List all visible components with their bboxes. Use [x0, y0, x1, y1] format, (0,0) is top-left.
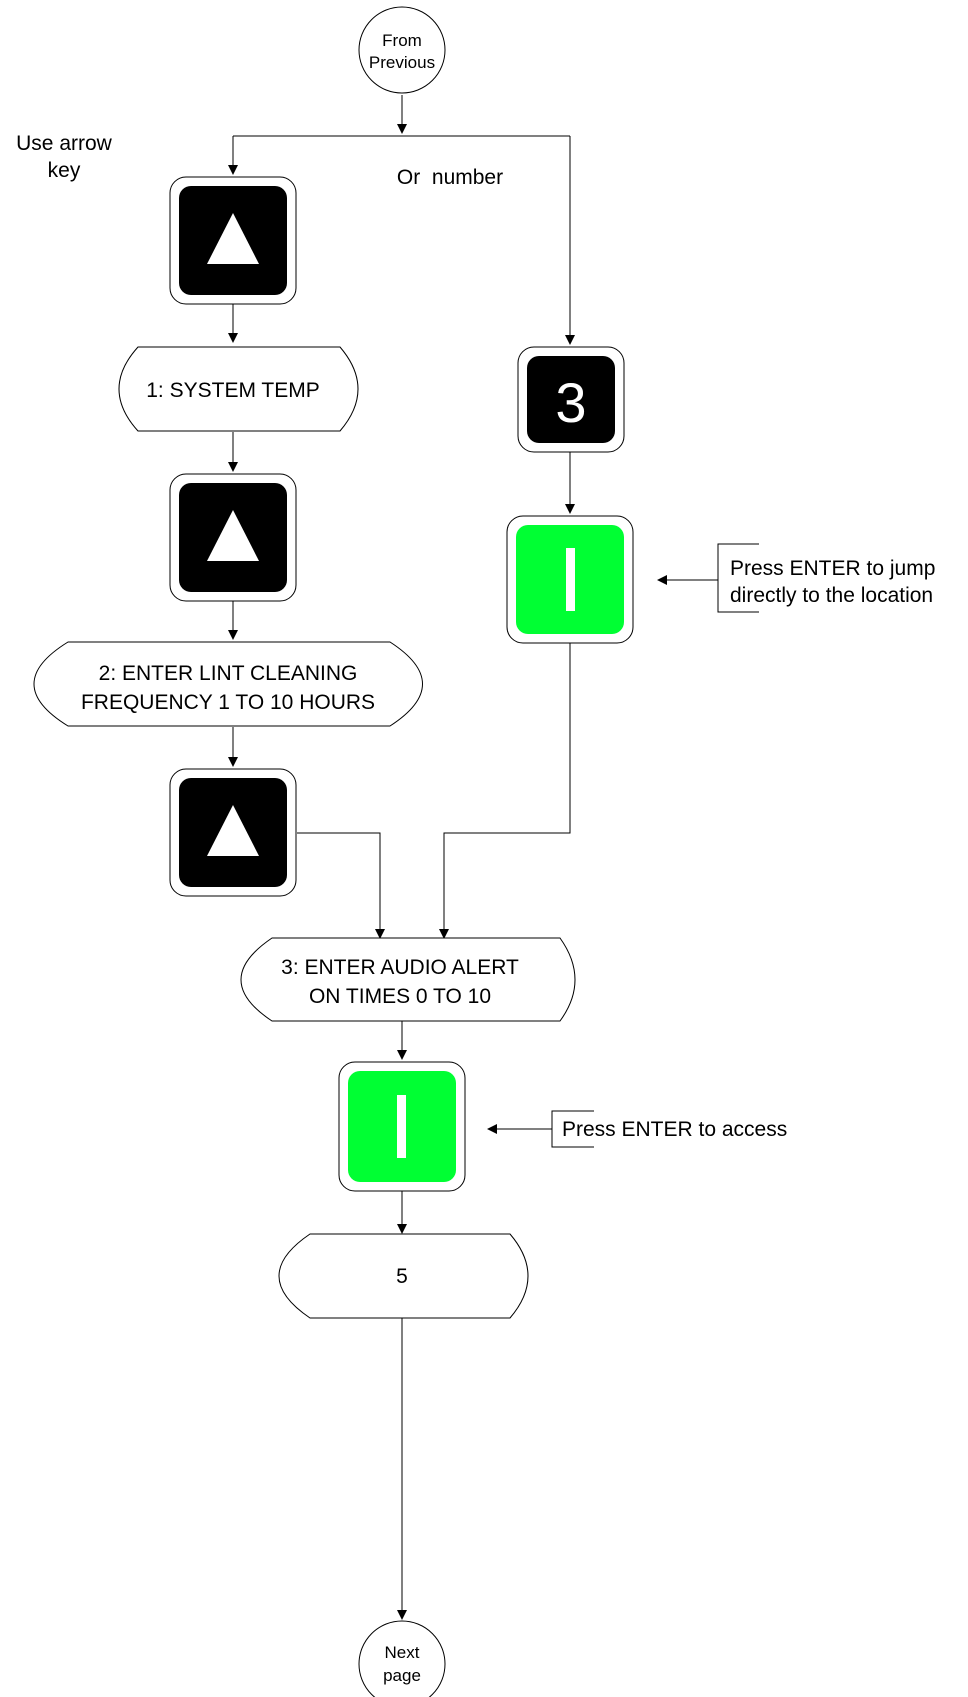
- left-branch-label-1: Use arrow: [16, 132, 113, 155]
- up-arrow-key-1[interactable]: [169, 176, 297, 305]
- end-line-1: Next: [385, 1643, 420, 1662]
- start-line-1: From: [382, 31, 422, 50]
- display-lint-cleaning: 2: ENTER LINT CLEANING FREQUENCY 1 TO 10…: [33, 641, 423, 727]
- number-key-label: 3: [555, 371, 586, 434]
- up-arrow-icon: [207, 510, 259, 561]
- display-audio-alert: 3: ENTER AUDIO ALERT ON TIMES 0 TO 10: [240, 937, 576, 1022]
- display-system-temp: 1: SYSTEM TEMP: [118, 346, 359, 432]
- number-key-3[interactable]: 3: [517, 346, 625, 453]
- left-branch-label-2: key: [48, 159, 81, 182]
- enter-key-access[interactable]: [338, 1061, 466, 1192]
- display-5-text: 5: [396, 1265, 408, 1288]
- enter-key-jump[interactable]: [506, 515, 634, 644]
- display-2-line-2: FREQUENCY 1 TO 10 HOURS: [81, 691, 375, 714]
- start-terminator: From Previous: [358, 6, 446, 94]
- end-line-2: page: [383, 1666, 421, 1685]
- display-2-line-1: 2: ENTER LINT CLEANING: [99, 662, 358, 685]
- display-3-line-1: 3: ENTER AUDIO ALERT: [281, 956, 519, 979]
- display-5: 5: [278, 1233, 529, 1319]
- annotation-jump-line-2: directly to the location: [730, 584, 933, 607]
- up-arrow-icon: [207, 213, 259, 264]
- up-arrow-key-3[interactable]: [169, 768, 297, 897]
- end-terminator: Next page: [358, 1620, 446, 1697]
- start-line-2: Previous: [369, 53, 435, 72]
- up-arrow-key-2[interactable]: [169, 473, 297, 602]
- display-1-text: 1: SYSTEM TEMP: [146, 379, 320, 402]
- annotation-access: Press ENTER to access: [551, 1110, 787, 1148]
- up-arrow-icon: [207, 805, 259, 856]
- annotation-access-text: Press ENTER to access: [562, 1118, 787, 1141]
- connectors: [228, 95, 718, 1620]
- enter-bar-icon: [397, 1095, 406, 1158]
- annotation-jump: Press ENTER to jump directly to the loca…: [717, 543, 935, 613]
- annotation-jump-line-1: Press ENTER to jump: [730, 557, 935, 580]
- enter-bar-icon: [566, 548, 575, 611]
- display-3-line-2: ON TIMES 0 TO 10: [309, 985, 491, 1008]
- right-branch-label: Or number: [397, 166, 503, 189]
